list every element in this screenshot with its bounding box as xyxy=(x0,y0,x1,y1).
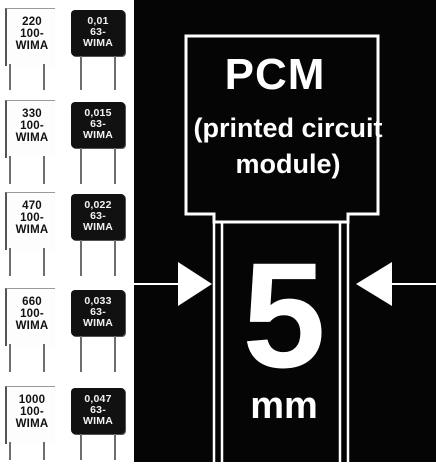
sample-row-1: 220 100- WIMA 0,01 63- WIMA xyxy=(0,6,134,98)
capacitor-lead xyxy=(80,148,82,184)
capacitor-lead xyxy=(114,240,116,276)
capacitor-lead xyxy=(9,344,11,372)
capacitor-dark-label: 0,015 63- WIMA xyxy=(83,107,113,141)
pin-spacing-unit: mm xyxy=(250,385,318,427)
sample-row-3: 470 100- WIMA 0,022 63- WIMA xyxy=(0,190,134,282)
capacitor-lead xyxy=(114,336,116,372)
capacitor-pale-label: 660 100- WIMA xyxy=(15,296,49,332)
capacitor-pale: 220 100- WIMA xyxy=(5,8,55,66)
capacitor-lead xyxy=(80,434,82,460)
capacitor-dark-label: 0,01 63- WIMA xyxy=(83,15,113,49)
capacitor-lead xyxy=(9,64,11,90)
dimension-arrow-left-head xyxy=(178,262,212,306)
capacitor-pale: 330 100- WIMA xyxy=(5,100,55,158)
capacitor-lead xyxy=(9,248,11,276)
capacitor-lead xyxy=(114,434,116,460)
capacitor-pale-label: 220 100- WIMA xyxy=(15,16,49,52)
capacitor-pale: 1000 100- WIMA xyxy=(5,386,55,444)
capacitor-outline-diagram xyxy=(134,34,436,462)
capacitor-lead xyxy=(9,442,11,460)
sample-row-5: 1000 100- WIMA 0,047 63- WIMA xyxy=(0,384,134,476)
capacitor-dark-label: 0,033 63- WIMA xyxy=(83,295,113,329)
capacitor-dark-label: 0,047 63- WIMA xyxy=(83,393,113,427)
sample-row-4: 660 100- WIMA 0,033 63- WIMA xyxy=(0,286,134,378)
capacitor-lead xyxy=(43,344,45,372)
feature-panel xyxy=(134,0,436,462)
capacitor-pale-label: 470 100- WIMA xyxy=(15,200,49,236)
capacitor-lead xyxy=(114,148,116,184)
pcm-subtitle-line-1: (printed circuit xyxy=(193,113,383,143)
capacitor-lead xyxy=(43,156,45,184)
capacitor-lead xyxy=(43,248,45,276)
capacitor-samples-column: 220 100- WIMA 0,01 63- WIMA 330 100- WIM… xyxy=(0,0,134,462)
capacitor-dark: 0,022 63- WIMA xyxy=(71,194,125,240)
pcm-title: PCM xyxy=(224,50,326,99)
capacitor-pale: 470 100- WIMA xyxy=(5,192,55,250)
capacitor-dark-label: 0,022 63- WIMA xyxy=(83,199,113,233)
capacitor-pale: 660 100- WIMA xyxy=(5,288,55,346)
sample-row-2: 330 100- WIMA 0,015 63- WIMA xyxy=(0,98,134,190)
capacitor-lead xyxy=(43,442,45,460)
capacitor-dark: 0,033 63- WIMA xyxy=(71,290,125,336)
capacitor-lead xyxy=(43,64,45,90)
capacitor-pale-label: 330 100- WIMA xyxy=(15,108,49,144)
capacitor-lead xyxy=(9,156,11,184)
capacitor-lead xyxy=(80,240,82,276)
capacitor-lead xyxy=(114,56,116,90)
capacitor-dark: 0,047 63- WIMA xyxy=(71,388,125,434)
capacitor-dark: 0,015 63- WIMA xyxy=(71,102,125,148)
pcm-subtitle-line-2: module) xyxy=(235,149,341,179)
dimension-arrow-right-head xyxy=(356,262,392,306)
capacitor-dark: 0,01 63- WIMA xyxy=(71,10,125,56)
pcm-advertisement: 220 100- WIMA 0,01 63- WIMA 330 100- WIM… xyxy=(0,0,436,462)
capacitor-pale-label: 1000 100- WIMA xyxy=(15,394,49,430)
pin-spacing-value: 5 xyxy=(242,231,326,399)
capacitor-lead xyxy=(80,336,82,372)
capacitor-lead xyxy=(80,56,82,90)
